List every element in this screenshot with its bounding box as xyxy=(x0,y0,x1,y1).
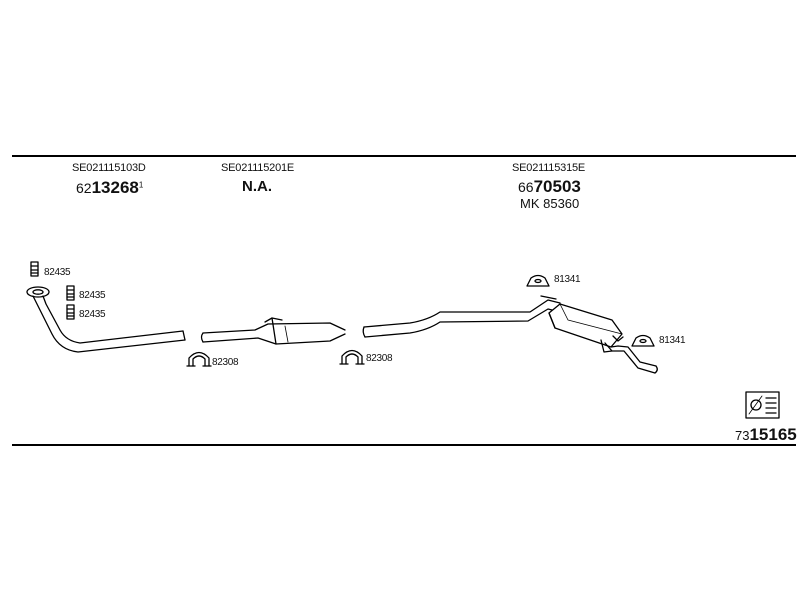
clamp-label-1: 82435 xyxy=(44,267,71,278)
clamp-label-mid-2: 82308 xyxy=(366,353,393,364)
front-pipe-code: SE021115103D xyxy=(72,162,146,174)
catalog-number: 7315165 xyxy=(735,425,797,445)
mounting-kit-number: MK 85360 xyxy=(520,196,580,211)
middle-silencer-part: N.A. xyxy=(242,178,272,195)
hanger-icon-1 xyxy=(526,274,550,287)
front-part-suffix: 1 xyxy=(138,180,144,190)
clamp-icon-2 xyxy=(66,285,75,301)
clamp-icon-1 xyxy=(30,261,39,277)
front-pipe-part-number: 62132681 xyxy=(76,178,143,198)
hanger-icon-2 xyxy=(631,334,655,347)
front-pipe xyxy=(26,286,186,353)
front-part-prefix: 62 xyxy=(76,180,92,196)
bottom-rule xyxy=(12,444,796,446)
top-rule xyxy=(12,155,796,157)
clamp-icon-mid-2 xyxy=(339,349,365,365)
front-part-main: 13268 xyxy=(91,178,139,197)
rear-silencer-code: SE021115315E xyxy=(512,162,586,174)
hanger-label-1: 81341 xyxy=(554,274,581,285)
catalog-number-prefix: 73 xyxy=(735,428,750,443)
rear-part-prefix: 66 xyxy=(518,179,534,195)
catalog-symbol-icon xyxy=(745,391,780,419)
hanger-label-2: 81341 xyxy=(659,335,686,346)
rear-silencer xyxy=(548,303,658,374)
rear-part-main: 70503 xyxy=(533,177,581,196)
clamp-label-mid-1: 82308 xyxy=(212,357,239,368)
rear-silencer-part-number: 6670503 xyxy=(518,177,581,197)
middle-silencer-code: SE021115201E xyxy=(221,162,295,174)
clamp-icon-mid-1 xyxy=(186,351,212,367)
clamp-label-2: 82435 xyxy=(79,290,106,301)
catalog-number-main: 15165 xyxy=(749,425,797,444)
clamp-icon-3 xyxy=(66,304,75,320)
middle-silencer xyxy=(200,317,346,345)
clamp-label-3: 82435 xyxy=(79,309,106,320)
rear-pipe xyxy=(362,295,561,338)
